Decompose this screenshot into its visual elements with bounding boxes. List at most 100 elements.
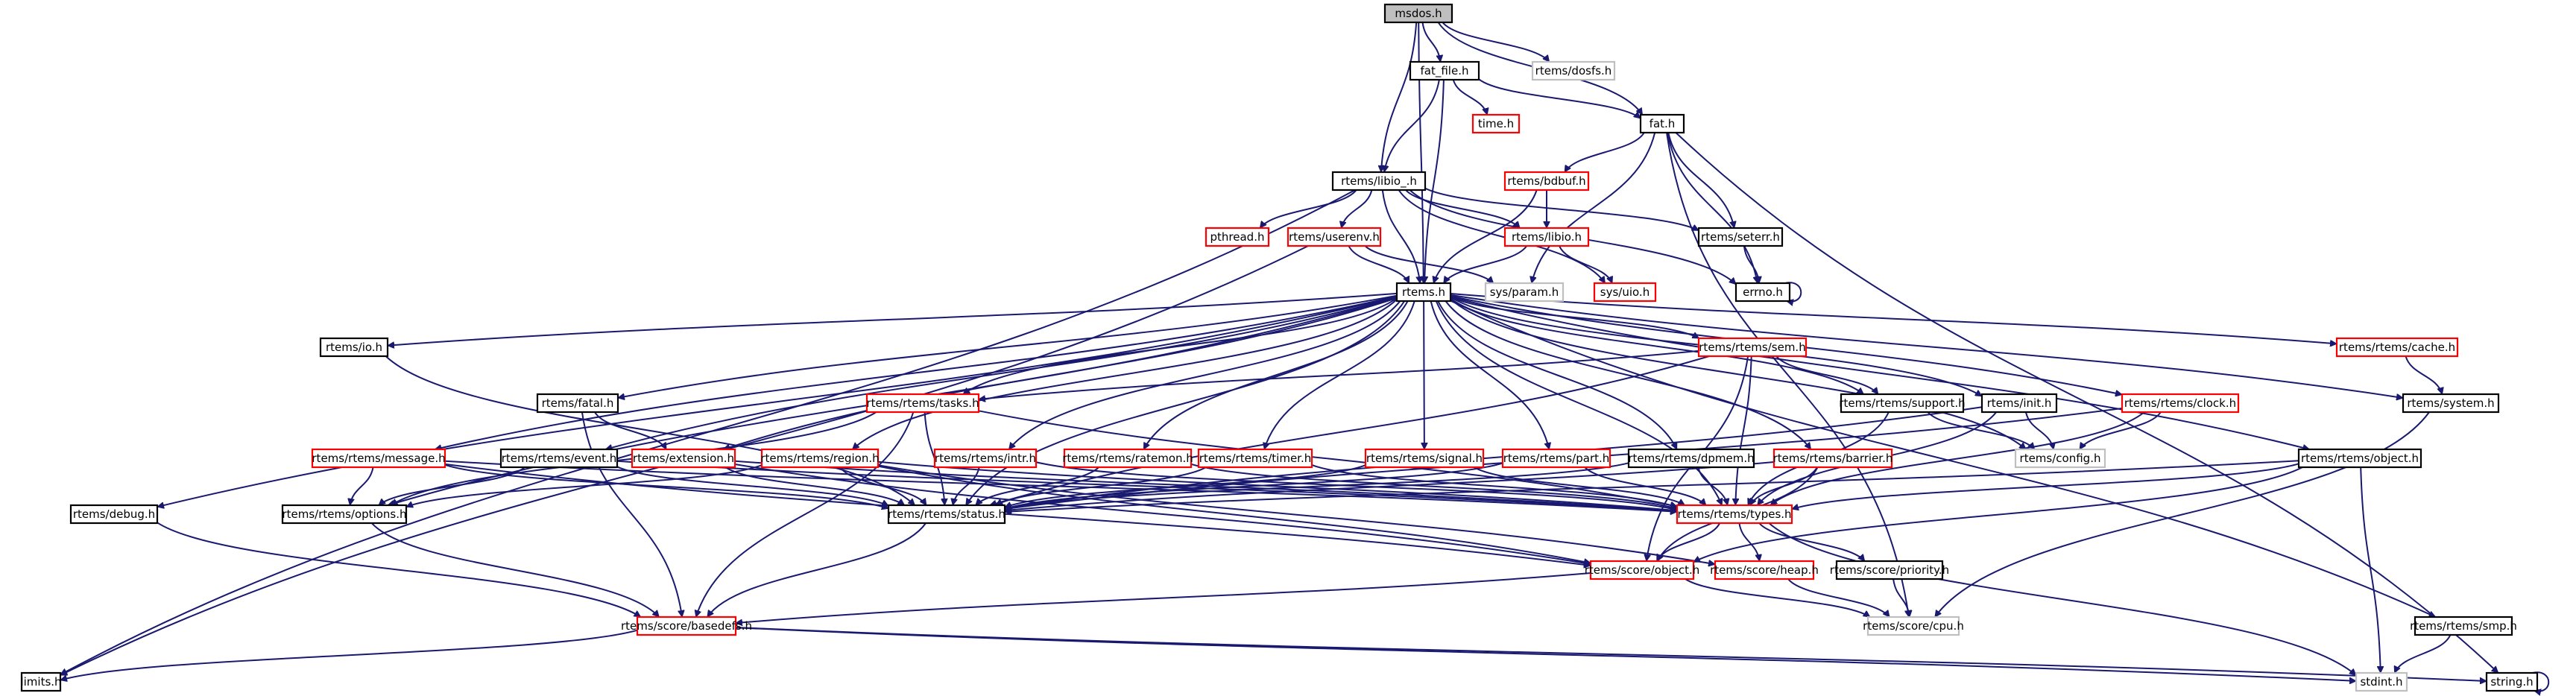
node-box bbox=[2014, 448, 2106, 469]
node-clock[interactable]: rtems/rtems/clock.h bbox=[2121, 393, 2240, 414]
node-sobject[interactable]: rtems/score/object.h bbox=[1585, 560, 1700, 580]
node-limits[interactable]: limits.h bbox=[20, 671, 62, 692]
node-box bbox=[311, 448, 446, 469]
node-message[interactable]: rtems/rtems/message.h bbox=[311, 448, 446, 469]
node-ratemon[interactable]: rtems/rtems/ratemon.h bbox=[1062, 448, 1193, 469]
node-status[interactable]: rtems/rtems/status.h bbox=[887, 504, 1006, 525]
edge-string-to-string bbox=[2532, 671, 2550, 691]
node-region[interactable]: rtems/rtems/region.h bbox=[760, 448, 880, 469]
node-fat[interactable]: fat.h bbox=[1639, 113, 1685, 134]
node-basedefs[interactable]: rtems/score/basedefs.h bbox=[621, 616, 752, 636]
node-libio-[interactable]: rtems/libio_.h bbox=[1331, 171, 1427, 192]
node-box bbox=[536, 393, 619, 414]
edge-rtems-to-smp bbox=[1450, 300, 2436, 618]
edge-rtems-to-cache bbox=[1450, 293, 2337, 344]
node-sem[interactable]: rtems/rtems/sem.h bbox=[1697, 337, 1808, 358]
node-fat-file[interactable]: fat_file.h bbox=[1409, 60, 1480, 81]
node-robject[interactable]: rtems/rtems/object.h bbox=[2297, 448, 2422, 469]
edge-message-to-types bbox=[444, 460, 1677, 512]
edge-dpmem-to-status bbox=[1005, 462, 1629, 510]
node-barrier[interactable]: rtems/rtems/barrier.h bbox=[1773, 448, 1893, 469]
node-label: msdos.h bbox=[1395, 7, 1442, 20]
node-init[interactable]: rtems/init.h bbox=[1980, 393, 2058, 414]
node-box bbox=[1714, 560, 1815, 580]
node-heap[interactable]: rtems/score/heap.h bbox=[1710, 560, 1819, 580]
node-sysparam[interactable]: sys/param.h bbox=[1484, 282, 1565, 303]
node-box bbox=[760, 448, 880, 469]
edge-types-to-priority bbox=[1758, 522, 1866, 561]
node-label: rtems/rtems/options.h bbox=[282, 507, 406, 521]
node-label: rtems/rtems/ratemon.h bbox=[1062, 452, 1193, 465]
node-label: rtems/rtems/region.h bbox=[760, 452, 879, 465]
node-box bbox=[1383, 3, 1453, 24]
node-userenv[interactable]: rtems/userenv.h bbox=[1287, 227, 1382, 247]
node-box bbox=[20, 671, 62, 692]
node-extension[interactable]: rtems/extension.h bbox=[631, 448, 736, 469]
node-box bbox=[1866, 616, 1960, 636]
node-stdint[interactable]: stdint.h bbox=[2355, 671, 2408, 692]
node-config[interactable]: rtems/config.h bbox=[2014, 448, 2106, 469]
node-errno[interactable]: errno.h bbox=[1734, 282, 1791, 303]
edge-intr-to-types bbox=[1035, 461, 1677, 510]
node-intr[interactable]: rtems/rtems/intr.h bbox=[933, 448, 1038, 469]
edge-robject-to-status bbox=[1005, 460, 2299, 512]
node-box bbox=[1063, 448, 1193, 469]
edge-userenv-to-sysparam bbox=[1364, 245, 1493, 284]
node-debug[interactable]: rtems/debug.h bbox=[69, 504, 159, 525]
edge-errno-to-errno bbox=[1784, 282, 1802, 301]
node-libio[interactable]: rtems/libio.h bbox=[1503, 227, 1590, 247]
node-fatal[interactable]: rtems/fatal.h bbox=[536, 393, 619, 414]
node-box bbox=[1364, 448, 1485, 469]
edge-rtems-to-fatal bbox=[618, 294, 1398, 398]
node-bdbuf[interactable]: rtems/bdbuf.h bbox=[1503, 171, 1590, 192]
node-signal[interactable]: rtems/rtems/signal.h bbox=[1364, 448, 1485, 469]
node-priority[interactable]: rtems/score/priority.h bbox=[1830, 560, 1949, 580]
node-system[interactable]: rtems/system.h bbox=[2402, 393, 2500, 414]
node-rtems[interactable]: rtems.h bbox=[1395, 282, 1452, 303]
edge-libio-to-rtems bbox=[1442, 245, 1528, 283]
node-event[interactable]: rtems/rtems/event.h bbox=[499, 448, 619, 469]
node-io[interactable]: rtems/io.h bbox=[319, 337, 389, 358]
node-box bbox=[319, 337, 389, 358]
node-box bbox=[2414, 616, 2513, 636]
edge-part-to-status bbox=[1005, 462, 1503, 509]
node-timer[interactable]: rtems/rtems/timer.h bbox=[1197, 448, 1313, 469]
node-cache[interactable]: rtems/rtems/cache.h bbox=[2335, 337, 2459, 358]
node-label: rtems/score/heap.h bbox=[1710, 563, 1819, 577]
node-cpu[interactable]: rtems/score/cpu.h bbox=[1863, 616, 1964, 636]
node-tasks[interactable]: rtems/rtems/tasks.h bbox=[865, 393, 980, 414]
node-seterr[interactable]: rtems/seterr.h bbox=[1697, 227, 1784, 247]
node-label: rtems/rtems/cache.h bbox=[2339, 341, 2455, 354]
node-dosfs[interactable]: rtems/dosfs.h bbox=[1531, 60, 1616, 81]
edge-robject-to-stdint bbox=[2360, 466, 2381, 673]
edge-rtems-to-config bbox=[1450, 298, 2026, 450]
node-box bbox=[887, 504, 1006, 525]
node-options[interactable]: rtems/rtems/options.h bbox=[281, 504, 408, 525]
node-sysuio[interactable]: sys/uio.h bbox=[1593, 282, 1657, 303]
node-part[interactable]: rtems/rtems/part.h bbox=[1501, 448, 1611, 469]
edge-clock-to-types bbox=[1770, 411, 2145, 506]
edge-fatal-to-extension bbox=[594, 411, 667, 449]
node-label: rtems/score/object.h bbox=[1585, 563, 1700, 577]
node-types[interactable]: rtems/rtems/types.h bbox=[1676, 504, 1793, 525]
node-time[interactable]: time.h bbox=[1471, 113, 1521, 134]
node-box bbox=[1287, 227, 1382, 247]
edge-message-to-sobject bbox=[444, 463, 1591, 566]
edge-dpmem-to-types bbox=[1697, 466, 1727, 505]
node-label: rtems/rtems/status.h bbox=[888, 507, 1006, 521]
edge-support-to-config bbox=[1927, 411, 2036, 449]
node-support[interactable]: rtems/rtems/support.h bbox=[1839, 393, 1966, 414]
node-smp[interactable]: rtems/rtems/smp.h bbox=[2410, 616, 2517, 636]
edge-rtems-to-support bbox=[1450, 297, 1863, 395]
edge-init-to-config bbox=[2024, 411, 2053, 449]
node-dpmem[interactable]: rtems/rtems/dpmem.h bbox=[1627, 448, 1755, 469]
edge-libio_-to-seterr bbox=[1424, 187, 1699, 232]
node-msdos[interactable]: msdos.h bbox=[1383, 3, 1453, 24]
node-box bbox=[1395, 282, 1452, 303]
node-pthread[interactable]: pthread.h bbox=[1205, 227, 1270, 247]
node-label: rtems/rtems/barrier.h bbox=[1773, 452, 1893, 465]
node-label: rtems/score/cpu.h bbox=[1863, 619, 1964, 633]
node-label: rtems/bdbuf.h bbox=[1507, 174, 1585, 188]
node-string[interactable]: string.h bbox=[2485, 671, 2539, 692]
edge-timer-to-status bbox=[996, 466, 1207, 506]
